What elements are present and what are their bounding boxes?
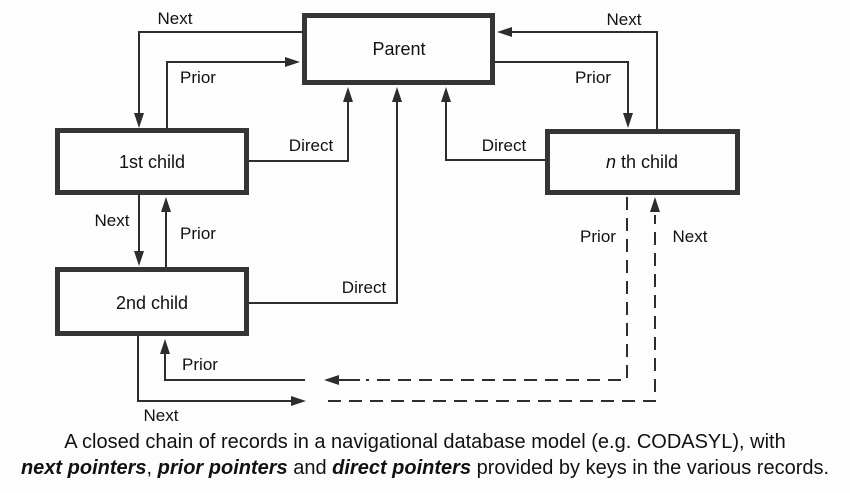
label-prior-top-left: Prior: [180, 68, 216, 87]
arrowhead-up-into-first-child: [161, 197, 171, 212]
label-next-top-left: Next: [158, 9, 193, 28]
edge-direct-second-to-parent: [249, 95, 398, 304]
edge-next-nth-to-parent: [506, 31, 658, 130]
label-next-below-nth: Next: [673, 227, 708, 246]
label-prior-bottom-left: Prior: [182, 355, 218, 374]
label-direct-right: Direct: [482, 136, 527, 155]
caption-direct-pointers: direct pointers: [332, 457, 472, 479]
arrowhead-down-into-nth-child: [623, 113, 633, 128]
arrowhead-down-into-first-child: [134, 113, 144, 128]
label-next-first-second: Next: [95, 211, 130, 230]
label-next-bottom-left: Next: [144, 406, 179, 425]
caption-rest: provided by keys in the various records.: [471, 457, 830, 479]
edge-direct-first-to-parent: [249, 95, 349, 162]
figure-caption: A closed chain of records in a navigatio…: [0, 429, 850, 481]
label-prior-top-right: Prior: [575, 68, 611, 87]
second-child-box: [55, 267, 249, 336]
arrowhead-down-into-second-child: [134, 251, 144, 266]
label-direct-bottom: Direct: [342, 278, 387, 297]
caption-line-1: A closed chain of records in a navigatio…: [64, 431, 786, 453]
arrowhead-right-next-chain: [291, 396, 306, 406]
parent-box-label: Parent: [372, 39, 425, 59]
pointer-chain-diagram: Parent 1st child 2nd child n th child Ne…: [55, 9, 740, 425]
second-child-box-label: 2nd child: [116, 293, 188, 313]
nth-child-box: [545, 129, 740, 195]
parent-box: [302, 13, 495, 85]
edge-next-chain-dashed: [328, 215, 656, 402]
arrowhead-left-prior-chain: [324, 375, 339, 385]
first-child-box: [55, 128, 249, 195]
edge-next-second-chain-solid: [137, 336, 296, 402]
nth-child-box-label: n th child: [606, 152, 678, 172]
caption-sep-2: and: [287, 457, 333, 479]
caption-sep-1: ,: [146, 457, 158, 479]
edge-direct-nth-to-parent: [445, 95, 545, 161]
nth-child-n-italic: n: [606, 152, 616, 172]
label-direct-left: Direct: [289, 136, 334, 155]
arrowhead-left-into-parent-right: [497, 27, 512, 37]
arrowhead-up-into-second-child-bottom: [160, 339, 170, 354]
first-child-box-label: 1st child: [119, 152, 185, 172]
label-prior-below-nth: Prior: [580, 227, 616, 246]
caption-next-pointers: next pointers: [20, 457, 147, 479]
arrowhead-right-into-parent-left: [285, 57, 300, 67]
caption-line-2: next pointers, prior pointers and direct…: [0, 455, 850, 481]
label-prior-second-first: Prior: [180, 224, 216, 243]
label-next-top-right: Next: [607, 10, 642, 29]
edge-prior-chain-dashed: [366, 197, 628, 381]
arrowhead-up-into-nth-child-bottom: [650, 197, 660, 212]
arrowhead-up-into-parent-3: [441, 87, 451, 102]
edge-prior-parent-to-nth: [495, 61, 629, 121]
arrowhead-up-into-parent-2: [392, 87, 402, 102]
edge-prior-first-to-parent: [166, 61, 291, 129]
edge-prior-chain-solid: [164, 347, 305, 381]
nth-child-label-rest: th child: [616, 152, 678, 172]
arrowhead-up-into-parent-1: [343, 87, 353, 102]
caption-prior-pointers: prior pointers: [157, 457, 288, 479]
edge-next-parent-to-first: [138, 31, 302, 121]
